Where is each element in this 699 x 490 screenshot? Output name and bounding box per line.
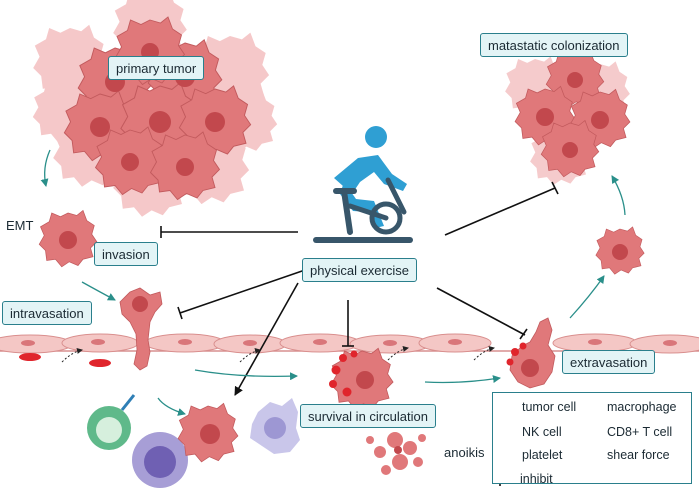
extravasating-tumor-cell bbox=[506, 317, 556, 389]
nk-cell bbox=[132, 432, 188, 488]
primary-tumor-cluster bbox=[32, 0, 278, 217]
macrophage-cell bbox=[250, 398, 300, 454]
cd8-t-cell bbox=[87, 394, 136, 450]
red-blood-cells bbox=[19, 353, 111, 367]
primary-tumor-label: primary tumor bbox=[108, 56, 205, 80]
extravasation-label: extravasation bbox=[562, 350, 656, 374]
metastatic-colonization-label: matastatic colonization bbox=[480, 33, 628, 57]
emt-label: EMT bbox=[6, 218, 34, 233]
circulating-tumor-cell-upper bbox=[595, 226, 645, 275]
metastatic-colony bbox=[505, 49, 631, 185]
legend-platelet: platelet bbox=[522, 448, 563, 462]
inhibit-lines bbox=[160, 181, 559, 347]
shear-force-arrows bbox=[61, 346, 495, 363]
legend-nk-cell: NK cell bbox=[522, 425, 562, 439]
progression-arrows bbox=[40, 149, 626, 416]
physical-exercise-label: physical exercise bbox=[302, 258, 417, 282]
survival-in-circulation-label: survival in circulation bbox=[300, 404, 436, 428]
stimulate-arrow bbox=[234, 282, 299, 396]
stationary-bike-cyclist-icon bbox=[313, 126, 413, 243]
tumor-cell-attacked bbox=[177, 402, 239, 463]
vessel-endothelium bbox=[0, 333, 699, 354]
legend-tumor-cell: tumor cell bbox=[522, 400, 577, 414]
emt-tumor-cell bbox=[38, 209, 98, 268]
anoikis-label: anoikis bbox=[444, 445, 485, 460]
intravasation-label: intravasation bbox=[2, 301, 92, 325]
legend-cd8-t-cell: CD8+ T cell bbox=[607, 425, 673, 439]
circulating-tumor-cell-platelets bbox=[329, 347, 394, 410]
invasion-label: invasion bbox=[94, 242, 158, 266]
legend-macrophage: macrophage bbox=[607, 400, 677, 414]
intravasating-tumor-cell bbox=[119, 287, 163, 371]
legend-shear-force: shear force bbox=[607, 448, 670, 462]
legend-inhibit: inhibit bbox=[520, 472, 553, 486]
legend-box bbox=[492, 392, 692, 484]
anoikis-fragments bbox=[366, 432, 426, 475]
